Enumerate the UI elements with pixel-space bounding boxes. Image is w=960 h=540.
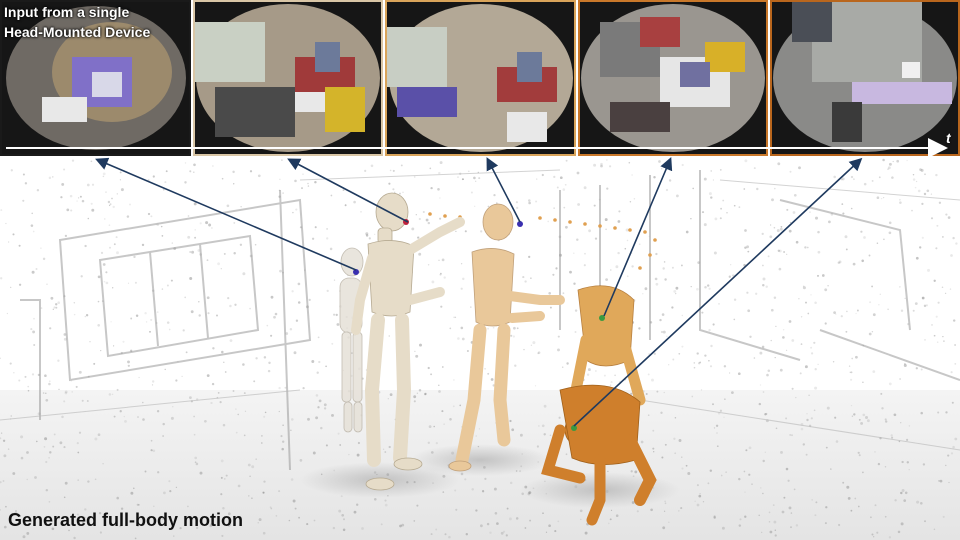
figure-3 [448,203,565,472]
time-axis-arrow [6,138,948,156]
frame-2 [193,0,383,156]
input-caption: Input from a single Head-Mounted Device [4,2,150,42]
figure-1 [339,247,364,433]
device-markers [353,219,605,431]
time-axis-label: t [946,130,951,146]
figure-4 [570,285,646,406]
head-trajectory [428,212,657,270]
input-caption-line-1: Input from a single [4,4,130,20]
frame-4 [578,0,768,156]
frame-5 [770,0,960,156]
correspondence-arrows [95,157,863,427]
output-title: Generated full-body motion [8,510,244,530]
figure-2 [351,192,465,491]
frame-1 [0,0,191,156]
figure-5 [541,384,657,526]
input-caption-line-2: Head-Mounted Device [4,24,151,40]
frame-3 [385,0,576,156]
